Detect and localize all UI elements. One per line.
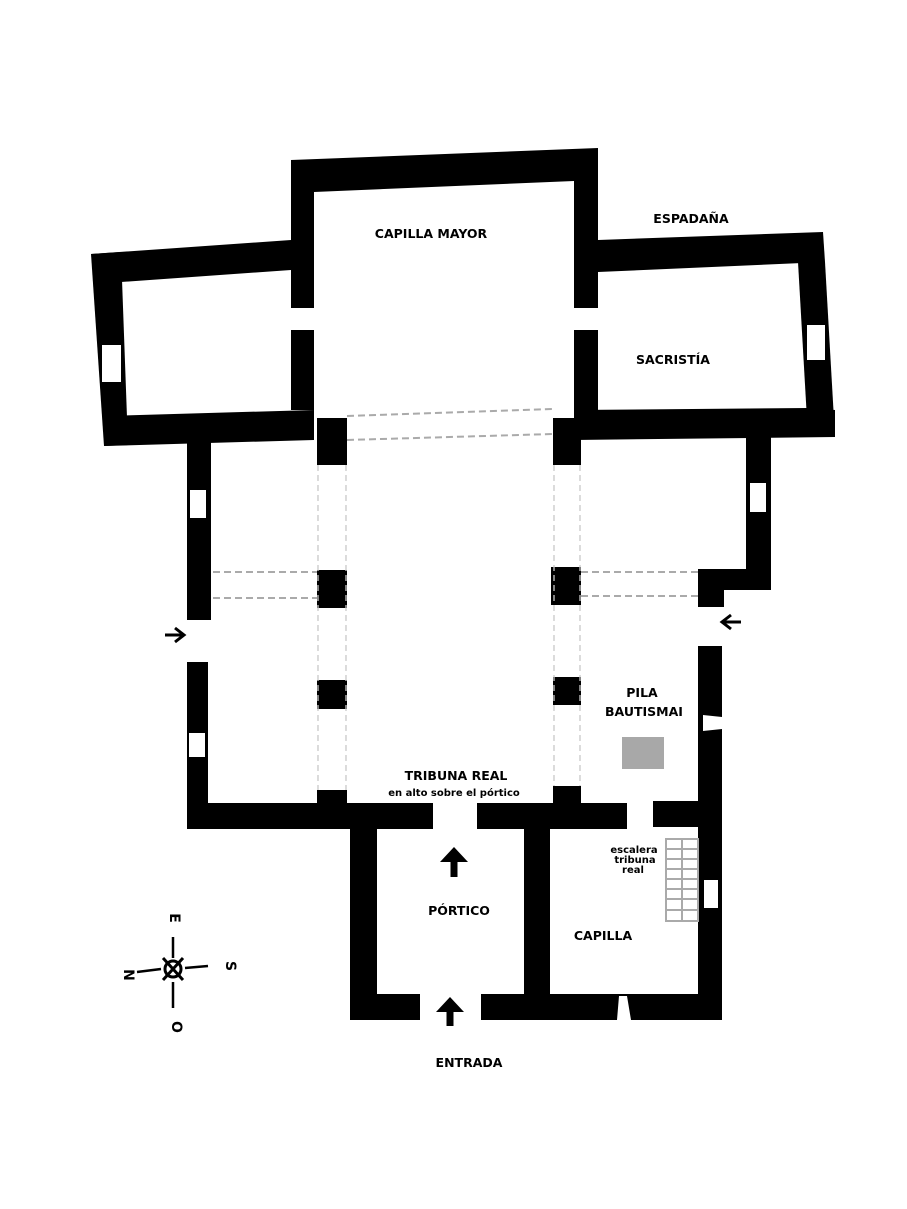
right-aisle-window [750, 483, 766, 512]
capilla-niche [617, 996, 631, 1020]
font-basin [622, 737, 664, 769]
arrow-up-icon [440, 847, 468, 877]
label-espadana: ESPADAÑA [653, 211, 729, 226]
compass-west: O [168, 1021, 184, 1033]
compass-rose-icon [136, 937, 209, 1008]
left-aisle-walls [187, 440, 347, 829]
nave-arcade-lines [317, 465, 581, 790]
right-aisle-walls [698, 437, 771, 1020]
arrow-up-icon [436, 997, 464, 1026]
label-capilla-mayor: CAPILLA MAYOR [375, 226, 488, 241]
label-pila-line2: BAUTISMAI [605, 704, 683, 719]
label-sacristia: SACRISTÍA [636, 352, 710, 367]
apse-door-right [572, 308, 600, 330]
left-annex-window [102, 345, 121, 382]
compass-east: E [166, 913, 182, 923]
label-escalera-line2: tribuna [614, 855, 655, 866]
front-wall [347, 801, 722, 829]
capilla-mayor-walls [291, 148, 598, 410]
transept-arch-lines [213, 408, 698, 599]
apse-door-left [289, 308, 317, 330]
label-escalera-line3: real [622, 865, 644, 876]
left-aisle-window-1 [190, 490, 206, 518]
nave-piers [317, 418, 581, 804]
stairs-icon [665, 838, 699, 922]
label-portico: PÓRTICO [428, 903, 490, 918]
compass-south: S [222, 961, 238, 971]
compass-north: N [120, 969, 136, 981]
left-aisle-window-2 [189, 733, 205, 757]
label-entrada: ENTRADA [436, 1055, 503, 1070]
portico-walls [350, 803, 722, 1020]
font-niche [703, 715, 722, 731]
label-escalera-line1: escalera [610, 845, 657, 856]
sacristia-window [807, 325, 825, 360]
arrow-right-icon [165, 626, 187, 644]
sacristia-walls [574, 232, 835, 440]
left-annex-walls [91, 240, 314, 446]
label-tribuna-real: TRIBUNA REAL [405, 768, 508, 783]
label-tribuna-sub: en alto sobre el pórtico [388, 787, 520, 799]
arrow-left-icon [719, 613, 741, 631]
label-capilla: CAPILLA [574, 928, 633, 943]
capilla-window [704, 880, 718, 908]
label-pila-line1: PILA [626, 685, 658, 700]
